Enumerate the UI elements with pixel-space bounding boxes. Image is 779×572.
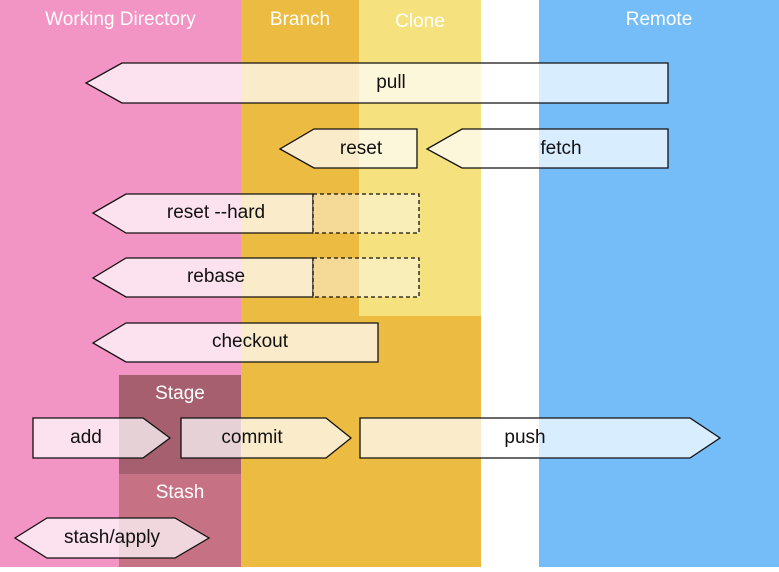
reset-hard-arrow[interactable] [91, 193, 314, 234]
remote-title: Remote [625, 9, 693, 30]
rebase-arrow[interactable] [91, 257, 314, 298]
checkout-arrow[interactable] [91, 322, 379, 363]
reset-arrow[interactable] [278, 128, 418, 169]
reset-hard-dashed-extension [312, 193, 420, 234]
push-arrow[interactable] [359, 417, 722, 459]
fetch-arrow[interactable] [425, 128, 669, 169]
add-arrow[interactable] [32, 417, 172, 459]
working-directory-title: Working Directory [45, 9, 196, 30]
rebase-dashed-extension [312, 257, 420, 298]
stash-apply-arrow[interactable] [13, 517, 211, 559]
clone-title: Clone [395, 11, 445, 32]
stash-label: Stash [155, 482, 205, 503]
commit-arrow[interactable] [180, 417, 353, 459]
stage-label: Stage [155, 383, 205, 404]
branch-title: Branch [269, 9, 331, 30]
pull-arrow[interactable] [84, 62, 669, 104]
